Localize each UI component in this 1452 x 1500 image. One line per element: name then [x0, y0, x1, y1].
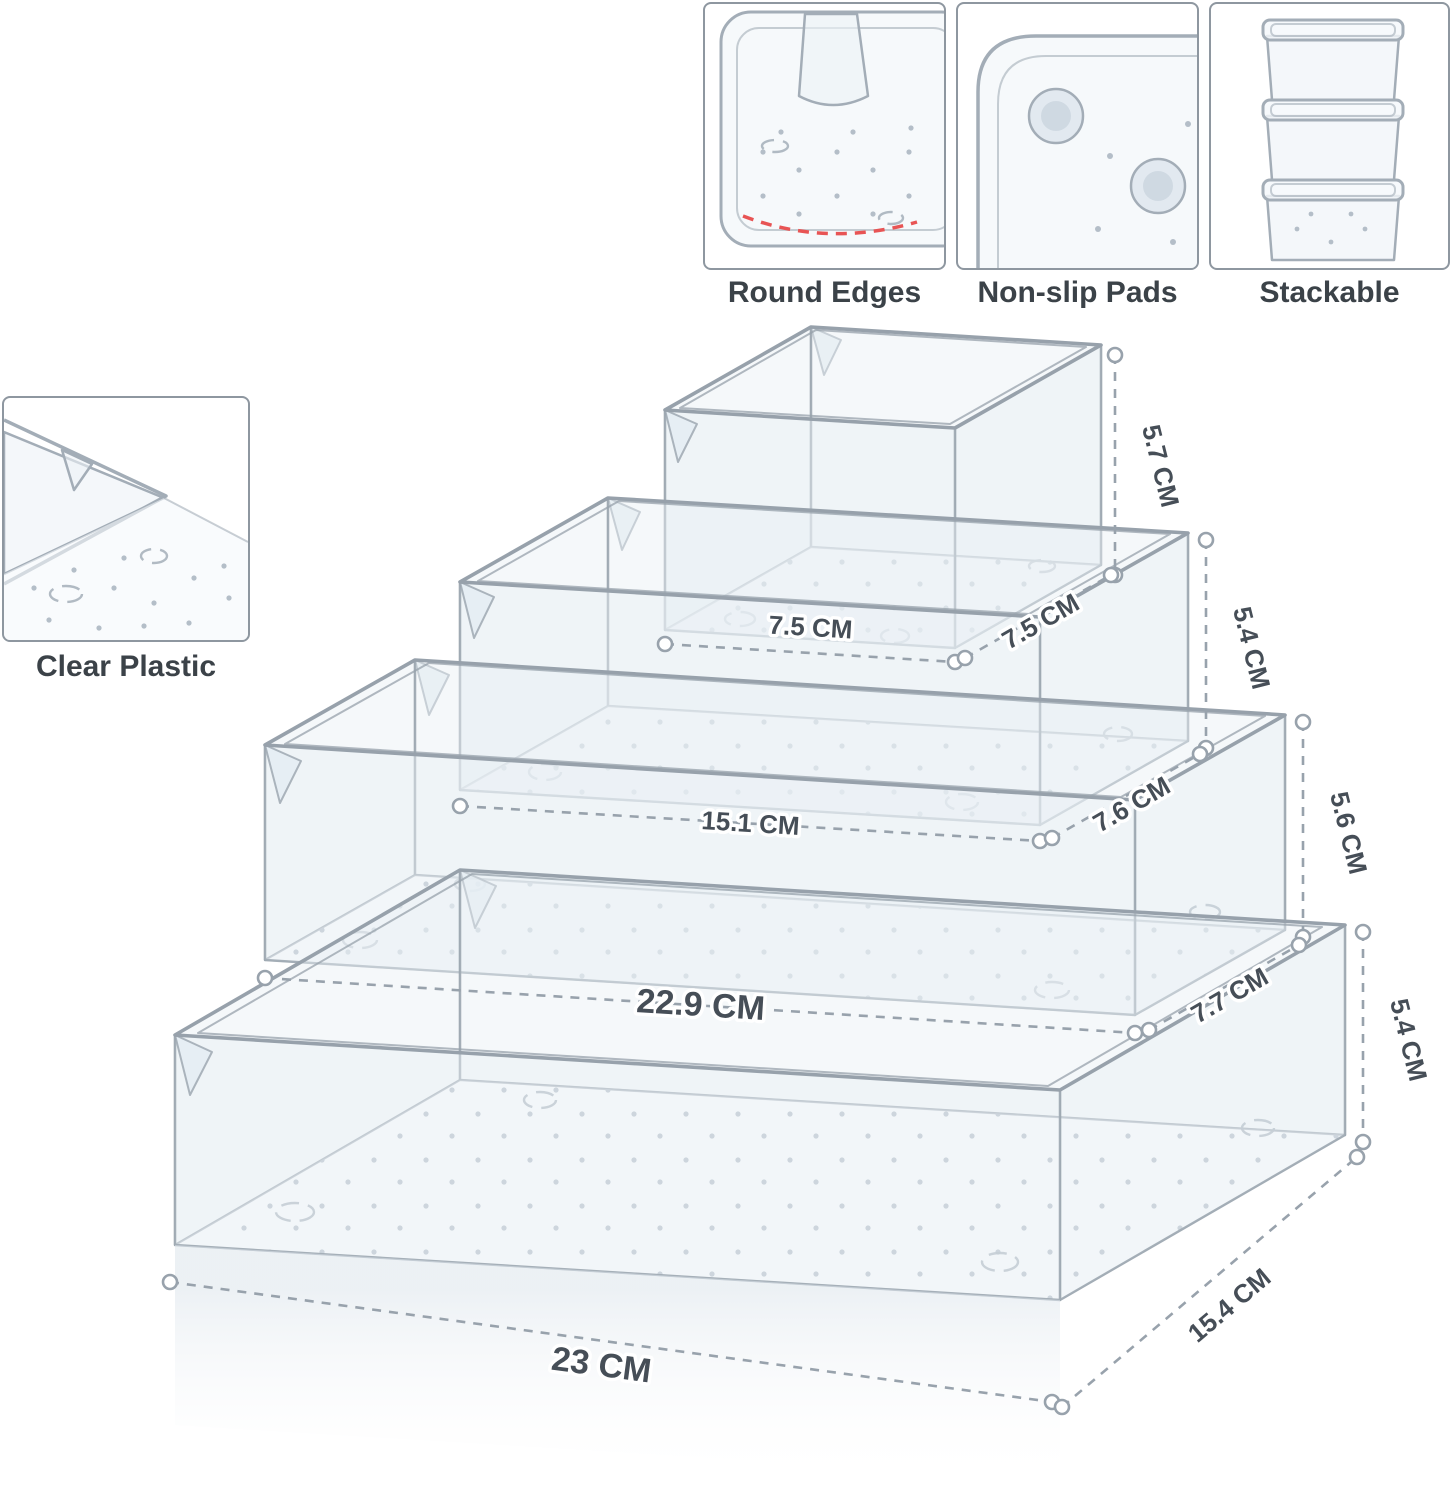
dim-label-xl-depth: 15.4 CM [1182, 1262, 1277, 1348]
dim-label-small-height: 5.7 CM [1136, 422, 1185, 511]
stacked-tray [1261, 18, 1405, 102]
dimension-small-width: 7.5 CM [656, 606, 964, 671]
dim-label-large-height: 5.6 CM [1324, 789, 1373, 878]
round-edge-highlight [742, 214, 918, 236]
material-label: Clear Plastic [35, 650, 217, 683]
tray-large [263, 658, 1287, 1017]
material-thumb-clear-plastic [2, 396, 250, 642]
tray-small [663, 325, 1103, 650]
dimension-large-width: 22.9 CM [256, 969, 1144, 1042]
feature-label-stackable: Stackable [1259, 276, 1400, 309]
floor-reflection [175, 1245, 1060, 1480]
stacked-tray [1261, 98, 1405, 182]
feature-thumb-round-edges [703, 2, 946, 270]
tray-xl [173, 868, 1347, 1480]
texture-dots [31, 555, 232, 631]
dimension-medium-width: 15.1 CM [451, 797, 1049, 850]
stackable-illustration [1261, 18, 1405, 262]
feature-label-non-slip-pads: Non-slip Pads [977, 276, 1178, 309]
non-slip-pads-illustration [976, 34, 1197, 268]
texture-dots [760, 125, 914, 217]
dimension-xl-height: 5.4 CM [1354, 923, 1437, 1151]
dim-label-xl-height: 5.4 CM [1384, 996, 1433, 1085]
dim-label-large-width: 22.9 CM [635, 982, 766, 1028]
feature-thumb-non-slip-pads [956, 2, 1199, 270]
dim-label-small-width: 7.5 CM [768, 609, 853, 644]
feature-label-round-edges: Round Edges [727, 276, 922, 309]
stacked-tray [1261, 178, 1405, 262]
round-edges-illustration [719, 10, 944, 248]
dim-label-medium-width: 15.1 CM [701, 805, 801, 841]
clear-plastic-illustration [4, 418, 248, 640]
dim-label-medium-height: 5.4 CM [1227, 604, 1276, 693]
dimension-large-height: 5.6 CM [1294, 713, 1377, 946]
feature-thumb-stackable [1209, 2, 1450, 270]
